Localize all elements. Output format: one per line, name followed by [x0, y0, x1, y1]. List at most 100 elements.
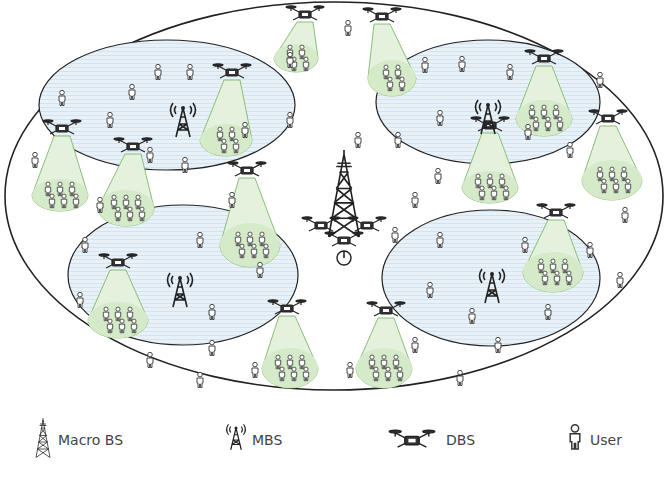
user-icon	[252, 362, 258, 377]
user-icon	[209, 304, 215, 319]
coverage-cone	[462, 133, 518, 203]
user-icon	[187, 64, 193, 79]
user-icon	[287, 52, 293, 67]
user-icon	[299, 355, 304, 369]
user-icon	[82, 237, 88, 252]
coverage-cone	[523, 220, 583, 292]
user-icon	[303, 367, 308, 381]
user-icon	[233, 139, 238, 153]
user-icon	[45, 182, 50, 196]
user-icon	[395, 132, 401, 147]
user-icon	[507, 64, 513, 79]
user-icon	[545, 304, 551, 319]
user-icon	[299, 45, 304, 59]
hotspot-area	[32, 179, 88, 211]
legend-label: Macro BS	[58, 432, 123, 448]
mbs-tower	[476, 100, 501, 134]
user-icon	[111, 195, 116, 209]
user-icon	[291, 367, 296, 381]
user-icon	[77, 292, 83, 307]
user-icon	[609, 167, 614, 181]
user-icon	[275, 355, 280, 369]
user-icon	[221, 139, 226, 153]
user-icon	[49, 194, 54, 208]
user-icon	[538, 259, 543, 273]
hotspot-area	[262, 348, 318, 388]
user-icon	[303, 57, 308, 71]
user-icon	[522, 237, 528, 252]
user-icon	[257, 262, 263, 277]
user-icon	[495, 337, 501, 352]
user-icon	[103, 307, 108, 321]
user-icon	[369, 355, 374, 369]
user-icon	[475, 174, 480, 188]
user-icon	[395, 65, 400, 79]
drone-bs	[99, 254, 137, 268]
user-icon	[562, 259, 567, 273]
user-icon	[197, 372, 203, 387]
power-symbol	[343, 251, 345, 258]
user-icon	[229, 127, 234, 141]
user-icon	[387, 77, 392, 91]
user-icon	[129, 84, 135, 99]
user-icon	[621, 167, 626, 181]
drone-bs	[363, 8, 401, 22]
user-icon	[553, 105, 558, 119]
user-icon	[119, 319, 124, 333]
hotspot-area	[368, 60, 416, 96]
user-icon	[123, 195, 128, 209]
mbs-tower	[168, 273, 193, 307]
coverage-cone	[98, 154, 154, 226]
hotspot-area	[220, 223, 280, 267]
drone-bs	[589, 110, 627, 124]
coverage-cone	[274, 22, 318, 72]
user-icon	[147, 352, 153, 367]
user-icon	[235, 232, 240, 246]
user-icon	[251, 244, 256, 258]
user-icon	[422, 57, 428, 72]
user-icon	[385, 367, 390, 381]
hotspot-area	[462, 171, 518, 203]
user-icon	[287, 112, 293, 127]
user-icon	[469, 308, 475, 323]
user-icon	[345, 20, 351, 35]
user-icon	[399, 77, 404, 91]
drone-bs	[286, 6, 324, 20]
user-icon	[550, 259, 555, 273]
user-icon	[529, 105, 534, 119]
user-icon	[131, 319, 136, 333]
hotspot-area	[98, 190, 154, 226]
user-icon	[229, 192, 235, 207]
user-icon	[487, 174, 492, 188]
user-icon	[437, 110, 443, 125]
user-icon	[459, 56, 465, 71]
user-icon	[197, 232, 203, 247]
drone-bs	[228, 162, 266, 176]
user-icon	[239, 244, 244, 258]
user-icon	[567, 142, 573, 157]
user-icon	[107, 319, 112, 333]
drone-bs	[43, 120, 81, 134]
user-icon	[355, 132, 361, 147]
drone-bs	[525, 50, 563, 64]
user-icon	[107, 112, 113, 127]
user-icon	[457, 370, 463, 385]
drone-bs	[213, 64, 251, 78]
user-icon	[182, 157, 188, 172]
mbs-tower	[480, 269, 505, 303]
user-icon	[383, 65, 388, 79]
user-icon	[217, 127, 222, 141]
legend-label: MBS	[252, 432, 282, 448]
user-icon	[242, 122, 248, 137]
user-icon	[435, 168, 441, 183]
user-icon	[347, 362, 353, 377]
hotspot-area	[582, 160, 642, 200]
user-icon	[115, 307, 120, 321]
legend-label: DBS	[446, 432, 475, 448]
user-icon	[525, 124, 531, 139]
coverage-cone	[200, 80, 252, 156]
coverage-cone	[88, 270, 148, 338]
drone-bs	[537, 204, 575, 218]
